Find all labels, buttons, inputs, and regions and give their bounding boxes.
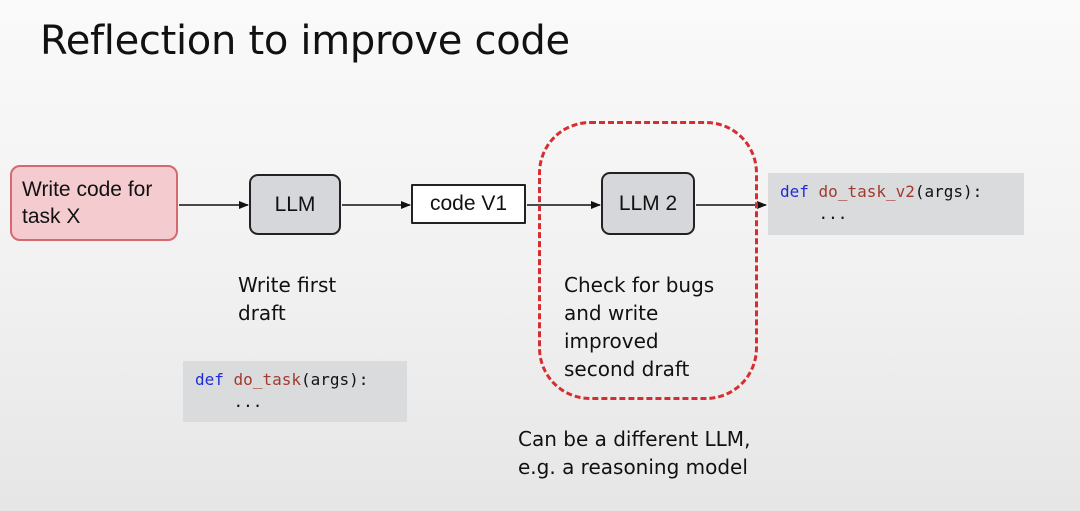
code-v2-snippet: def do_task_v2(args): ...: [768, 173, 1024, 235]
reflection-highlight-outline: [538, 121, 758, 400]
llm2-node: LLM 2: [601, 172, 695, 235]
caption-different-llm: Can be a different LLM, e.g. a reasoning…: [518, 427, 751, 479]
caption-check-bugs: Check for bugs and write improved second…: [564, 273, 715, 381]
code-v1-body: ...: [195, 392, 263, 411]
code-v2-signature: def do_task_v2(args):: [780, 181, 1012, 203]
caption-first-draft: Write first draft: [238, 273, 337, 325]
slide-title: Reflection to improve code: [40, 18, 570, 64]
task-input-node: Write code for task X: [10, 165, 178, 241]
code-v1-keyword: def: [195, 370, 224, 389]
task-input-label: Write code for task X: [22, 178, 153, 228]
llm-node: LLM: [249, 174, 341, 235]
code-v1-function: do_task: [233, 370, 301, 389]
code-v2-body: ...: [780, 204, 848, 223]
code-v2-function: do_task_v2: [818, 182, 915, 201]
code-v1-signature: def do_task(args):: [195, 369, 395, 391]
code-v1-snippet: def do_task(args): ...: [183, 361, 407, 422]
llm2-label: LLM 2: [618, 191, 678, 215]
code-v1-args: (args):: [300, 370, 369, 389]
code-v1-label: code V1: [429, 192, 508, 215]
code-v1-node: code V1: [411, 184, 526, 224]
llm-label: LLM: [274, 192, 316, 216]
code-v2-args: (args):: [914, 182, 983, 201]
code-v2-keyword: def: [780, 182, 809, 201]
